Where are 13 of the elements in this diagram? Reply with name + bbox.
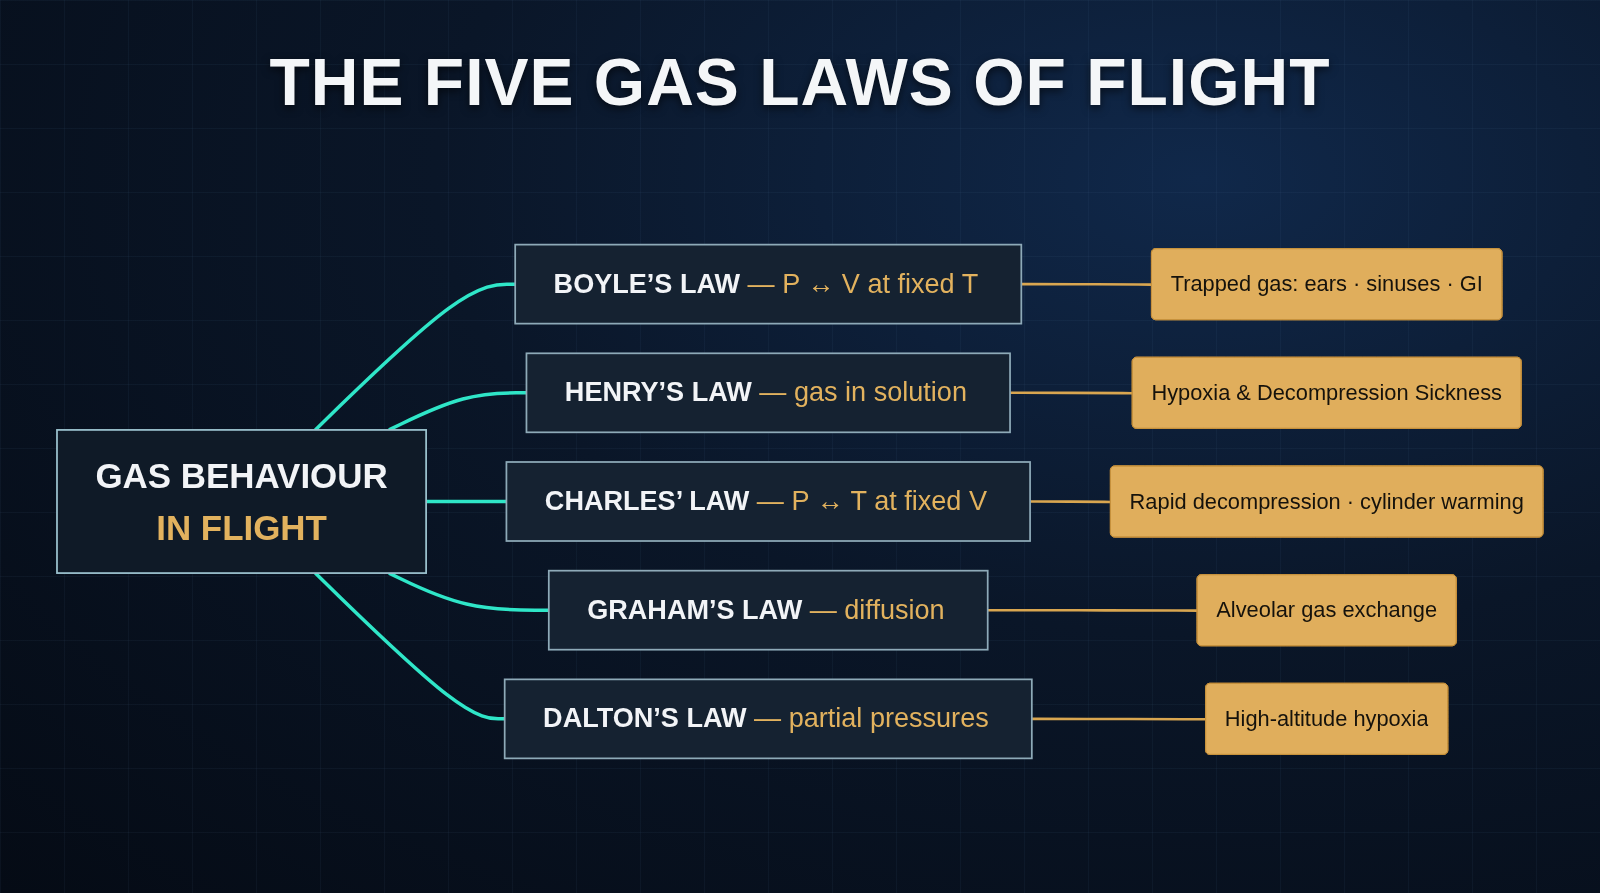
node-box: GAS BEHAVIOUR IN FLIGHT bbox=[56, 429, 427, 574]
node-box: DALTON’S LAW — partial pressures bbox=[503, 678, 1033, 760]
node-box: HENRY’S LAW — gas in solution bbox=[525, 352, 1011, 434]
connector bbox=[1021, 282, 1152, 286]
connector bbox=[426, 499, 507, 504]
title: THE FIVE GAS LAWS OF FLIGHT bbox=[268, 44, 1332, 120]
connector bbox=[987, 608, 1198, 612]
connector bbox=[1010, 391, 1133, 395]
connector bbox=[1030, 500, 1111, 504]
node-box: BOYLE’S LAW — P ↔ V at fixed T bbox=[514, 243, 1023, 325]
connector bbox=[1031, 717, 1207, 721]
node-box: GRAHAM’S LAW — diffusion bbox=[547, 569, 989, 651]
node-box: CHARLES’ LAW — P ↔ T at fixed V bbox=[505, 461, 1031, 542]
